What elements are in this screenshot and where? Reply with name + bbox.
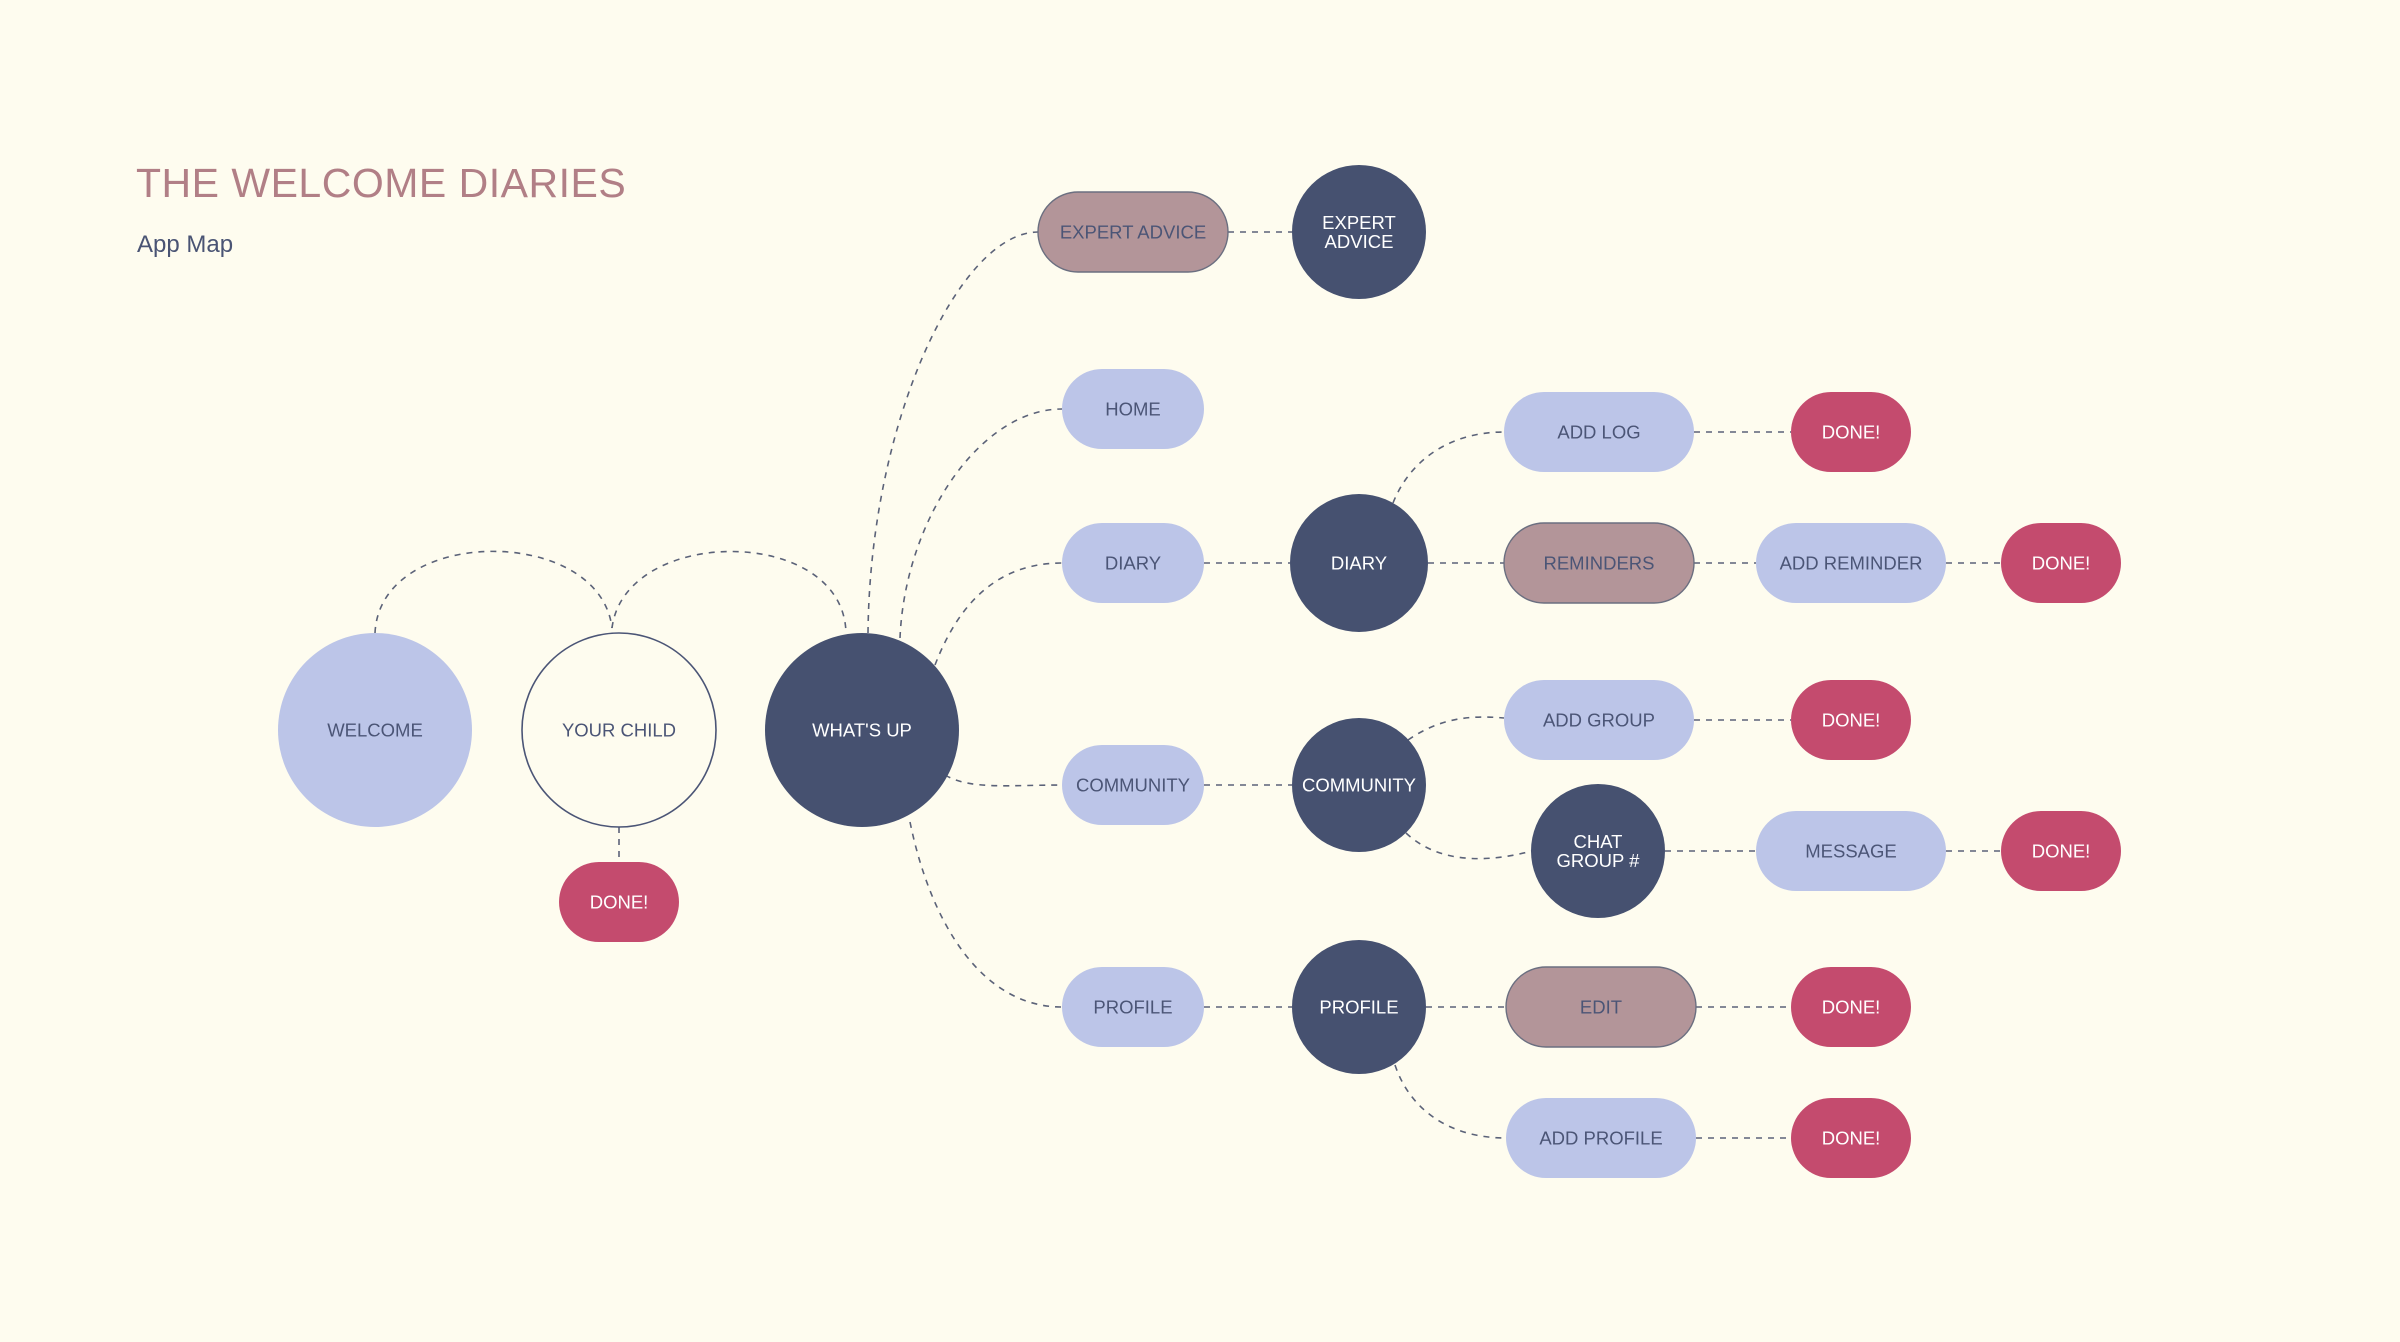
node-label: HOME: [1105, 398, 1161, 419]
node-shape: [1791, 392, 1911, 472]
node-label: COMMUNITY: [1302, 774, 1416, 795]
node-shape: [1062, 745, 1204, 825]
node-shape: [1504, 680, 1694, 760]
node-your-child[interactable]: YOUR CHILD: [521, 632, 717, 828]
page-title: THE WELCOME DIARIES: [136, 160, 627, 206]
screens: WELCOME YOUR CHILD DONE! WHAT'S UP EXPERT AD…: [278, 165, 2121, 1178]
node-label: ADD LOG: [1557, 421, 1640, 442]
connector-whats-up-to-home: [899, 408, 1063, 639]
node-label: WHAT'S UP: [812, 719, 912, 740]
connector-community-to-chat-group: [1405, 832, 1533, 860]
node-label: MESSAGE: [1805, 840, 1897, 861]
node-shape: [1791, 680, 1911, 760]
node-shape: [1531, 784, 1665, 918]
node-shape: [1037, 191, 1229, 273]
node-shape: [2001, 811, 2121, 891]
node-label: EXPERT ADVICE: [1060, 221, 1206, 242]
connectors: [374, 231, 2001, 1139]
node-profile-pill[interactable]: PROFILE: [1062, 967, 1204, 1047]
node-shape: [1504, 392, 1694, 472]
node-done-child[interactable]: DONE!: [559, 862, 679, 942]
node-label: DONE!: [590, 891, 649, 912]
node-done-message[interactable]: DONE!: [2001, 811, 2121, 891]
node-shape: [1756, 523, 1946, 603]
node-shape: [1292, 165, 1426, 299]
node-shape: [559, 862, 679, 942]
node-label: ADD GROUP: [1543, 709, 1655, 730]
connector-profile-to-add-profile: [1394, 1064, 1507, 1139]
node-welcome[interactable]: WELCOME: [278, 633, 472, 827]
node-label: REMINDERS: [1543, 552, 1654, 573]
node-shape: [765, 633, 959, 827]
node-label: PROFILE: [1093, 996, 1172, 1017]
connector-your-child-to-whats-up: [611, 550, 847, 635]
node-label: COMMUNITY: [1076, 774, 1190, 795]
node-label: DONE!: [1822, 421, 1881, 442]
node-shape: [1062, 369, 1204, 449]
node-community[interactable]: COMMUNITY: [1292, 718, 1426, 852]
node-shape: [1756, 811, 1946, 891]
connector-community-to-add-group: [1407, 716, 1505, 741]
node-diary[interactable]: DIARY: [1290, 494, 1428, 632]
connector-diary-to-add-log: [1392, 431, 1505, 504]
node-shape: [1290, 494, 1428, 632]
node-diary-pill[interactable]: DIARY: [1062, 523, 1204, 603]
node-add-reminder[interactable]: ADD REMINDER: [1756, 523, 1946, 603]
node-label: YOUR CHILD: [562, 719, 676, 740]
node-shape: [1503, 522, 1695, 604]
connector-whats-up-to-expert-advice-pill: [867, 231, 1039, 634]
node-label: DONE!: [1822, 709, 1881, 730]
connector-whats-up-to-diary-pill: [934, 562, 1063, 666]
node-label: ADD REMINDER: [1780, 552, 1923, 573]
node-label: EDIT: [1580, 996, 1622, 1017]
node-community-pill[interactable]: COMMUNITY: [1062, 745, 1204, 825]
node-shape: [1062, 523, 1204, 603]
node-whats-up[interactable]: WHAT'S UP: [765, 633, 959, 827]
node-shape: [2001, 523, 2121, 603]
node-label: WELCOME: [327, 719, 423, 740]
node-shape: [1292, 718, 1426, 852]
node-done-edit[interactable]: DONE!: [1791, 967, 1911, 1047]
node-add-profile[interactable]: ADD PROFILE: [1506, 1098, 1696, 1178]
node-label: DIARY: [1331, 552, 1387, 573]
node-reminders[interactable]: REMINDERS: [1503, 522, 1695, 604]
node-expert-advice-pill[interactable]: EXPERT ADVICE: [1037, 191, 1229, 273]
node-shape: [1292, 940, 1426, 1074]
connector-whats-up-to-profile-pill: [909, 821, 1063, 1008]
node-done-group[interactable]: DONE!: [1791, 680, 1911, 760]
node-message[interactable]: MESSAGE: [1756, 811, 1946, 891]
node-shape: [1791, 967, 1911, 1047]
node-label: DONE!: [1822, 1127, 1881, 1148]
node-shape: [278, 633, 472, 827]
node-done-log[interactable]: DONE!: [1791, 392, 1911, 472]
connector-whats-up-to-community-pill: [944, 774, 1063, 787]
node-label: DIARY: [1105, 552, 1161, 573]
node-add-log[interactable]: ADD LOG: [1504, 392, 1694, 472]
node-shape: [1062, 967, 1204, 1047]
page-subtitle: App Map: [137, 231, 234, 258]
node-shape: [1791, 1098, 1911, 1178]
node-shape: [1506, 1098, 1696, 1178]
node-add-group[interactable]: ADD GROUP: [1504, 680, 1694, 760]
node-shape: [521, 632, 717, 828]
node-shape: [1505, 966, 1697, 1048]
node-done-profile[interactable]: DONE!: [1791, 1098, 1911, 1178]
node-label: DONE!: [2032, 840, 2091, 861]
node-profile[interactable]: PROFILE: [1292, 940, 1426, 1074]
connector-welcome-to-your-child: [374, 550, 613, 634]
node-label: PROFILE: [1319, 996, 1398, 1017]
node-home[interactable]: HOME: [1062, 369, 1204, 449]
node-label: DONE!: [2032, 552, 2091, 573]
node-edit[interactable]: EDIT: [1505, 966, 1697, 1048]
node-label: ADD PROFILE: [1539, 1127, 1662, 1148]
node-done-reminder[interactable]: DONE!: [2001, 523, 2121, 603]
node-label: DONE!: [1822, 996, 1881, 1017]
